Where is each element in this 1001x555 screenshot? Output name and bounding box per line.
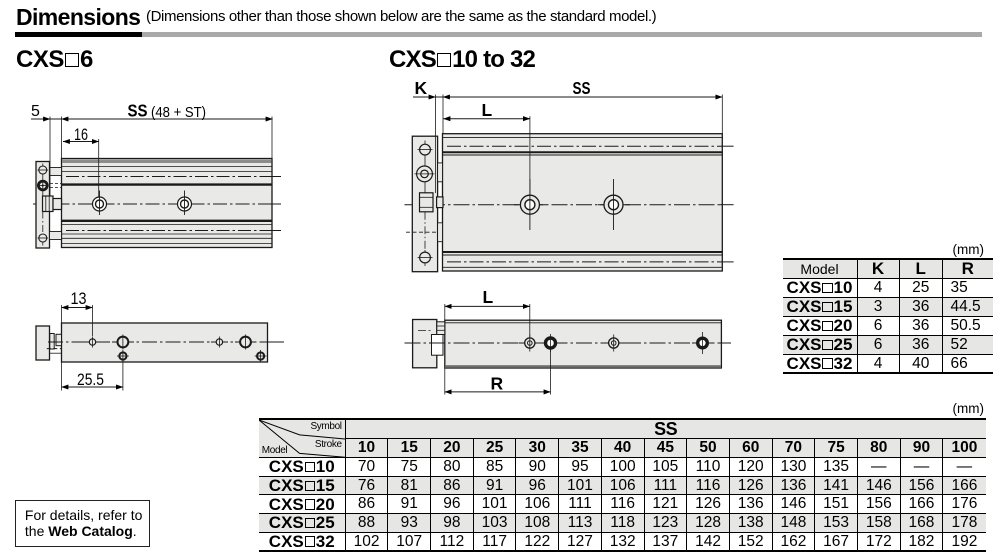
svg-text:16: 16: [74, 126, 88, 144]
svg-text:L: L: [483, 287, 494, 307]
svg-text:SS: SS: [573, 78, 591, 98]
svg-text:SS: SS: [128, 101, 148, 121]
svg-text:(48 + ST): (48 + ST): [151, 104, 206, 121]
svg-text:R: R: [491, 374, 504, 394]
svg-text:5: 5: [31, 103, 40, 120]
svg-text:13: 13: [71, 290, 87, 308]
svg-text:L: L: [482, 100, 493, 120]
svg-text:K: K: [415, 78, 428, 98]
svg-text:25.5: 25.5: [77, 371, 104, 389]
